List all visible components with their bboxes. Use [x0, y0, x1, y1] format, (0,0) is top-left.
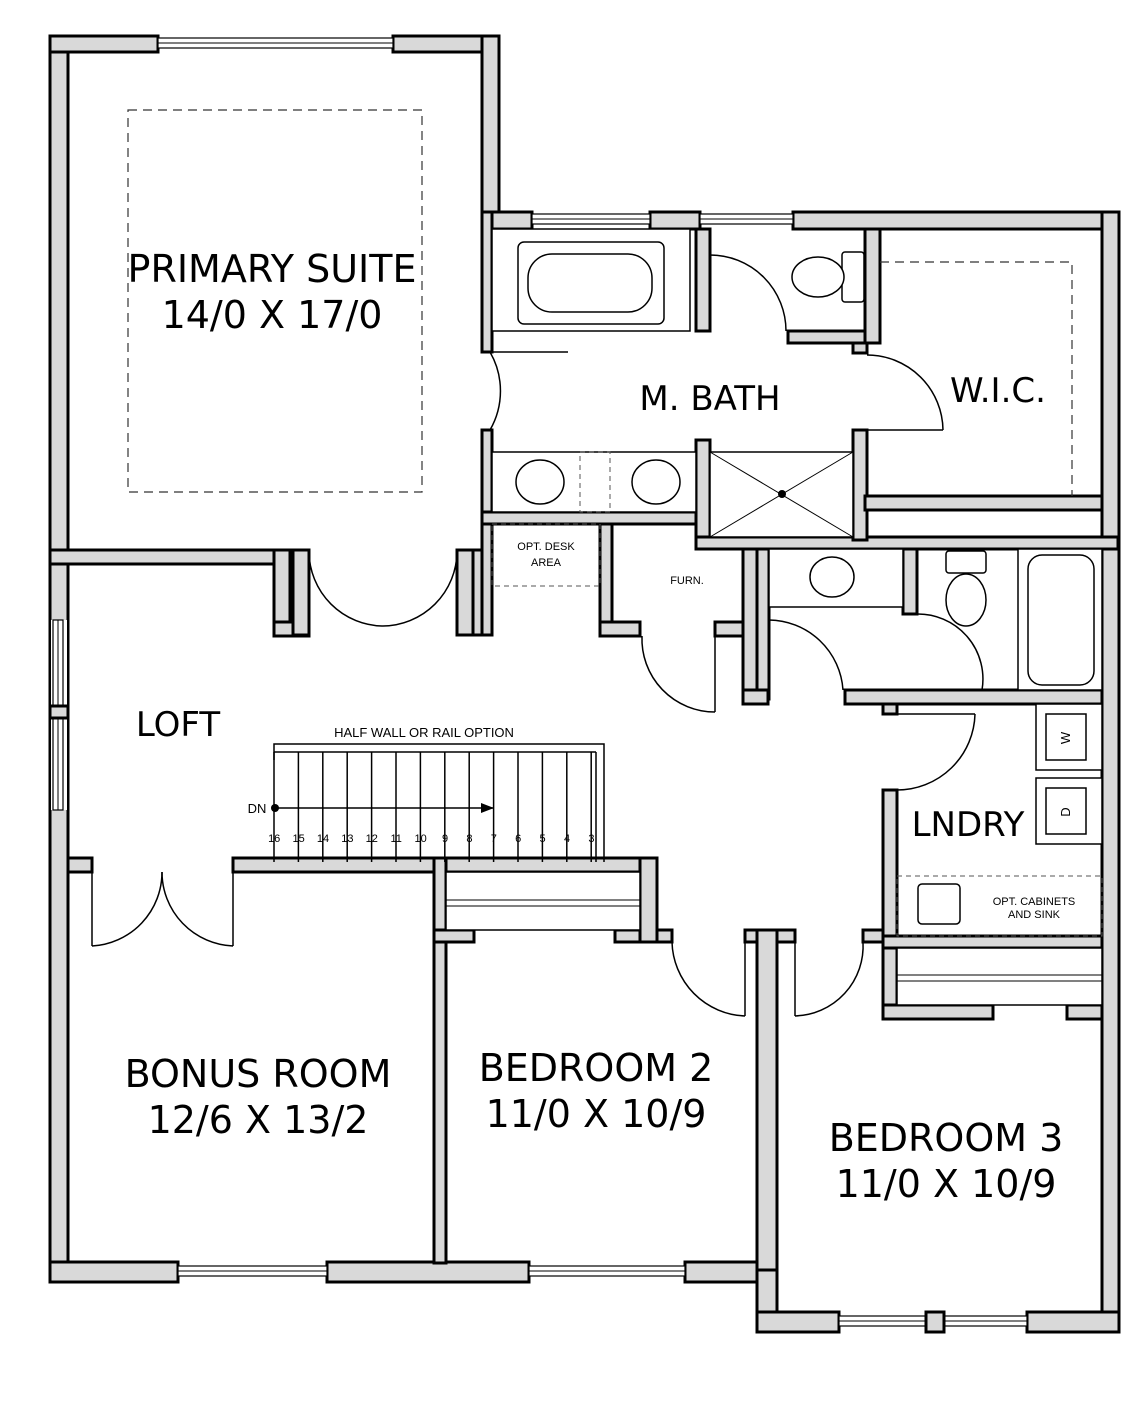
staircase	[271, 743, 605, 862]
windows	[48, 37, 1028, 1334]
doors	[91, 254, 984, 1017]
stair-numbers: 16 15 14 13 12 11 10 9 8 7 6 5 4 3	[268, 833, 594, 845]
stair-number: 7	[491, 833, 497, 845]
master-bath-name: M. BATH	[639, 379, 780, 419]
fixtures	[127, 109, 1103, 1006]
stair-number: 8	[466, 833, 472, 845]
desk-note-line2: AREA	[531, 557, 562, 569]
dryer-label: D	[1058, 807, 1073, 816]
desk-note-line1: OPT. DESK	[517, 541, 575, 553]
loft-name: LOFT	[136, 705, 220, 745]
primary-suite-dims: 14/0 X 17/0	[162, 293, 383, 337]
stair-number: 11	[390, 833, 401, 845]
bedroom-3-dims: 11/0 X 10/9	[836, 1162, 1057, 1206]
furnace-label: FURN.	[670, 575, 704, 587]
stair-number: 5	[540, 833, 546, 845]
bonus-room-dims: 12/6 X 13/2	[148, 1098, 369, 1142]
laundry-name: LNDRY	[912, 805, 1025, 845]
stair-number: 12	[366, 833, 378, 845]
cabinets-note-line1: OPT. CABINETS	[993, 896, 1076, 908]
stair-number: 13	[341, 833, 353, 845]
plan-notes: OPT. DESK AREA FURN. HALF WALL OR RAIL O…	[248, 541, 1076, 921]
room-labels: PRIMARY SUITE 14/0 X 17/0 M. BATH W.I.C.…	[125, 247, 1064, 1206]
stair-number: 14	[317, 833, 329, 845]
bedroom-2-dims: 11/0 X 10/9	[486, 1092, 707, 1136]
half-wall-note: HALF WALL OR RAIL OPTION	[334, 725, 514, 740]
stairs-down-label: DN	[248, 801, 267, 816]
bedroom-3-name: BEDROOM 3	[829, 1116, 1064, 1160]
washer-label: W	[1058, 731, 1073, 744]
stair-number: 6	[515, 833, 521, 845]
stair-number: 16	[268, 833, 280, 845]
cabinets-note-line2: AND SINK	[1008, 909, 1061, 921]
stair-number: 9	[442, 833, 448, 845]
interior-walls	[48, 210, 1120, 1272]
bedroom-2-name: BEDROOM 2	[479, 1046, 714, 1090]
stair-number: 15	[292, 833, 304, 845]
stair-number: 4	[564, 833, 570, 845]
stair-number: 10	[414, 833, 426, 845]
wic-name: W.I.C.	[950, 371, 1046, 411]
stair-number: 3	[588, 833, 594, 845]
bonus-room-name: BONUS ROOM	[125, 1052, 392, 1096]
primary-suite-name: PRIMARY SUITE	[128, 247, 417, 291]
